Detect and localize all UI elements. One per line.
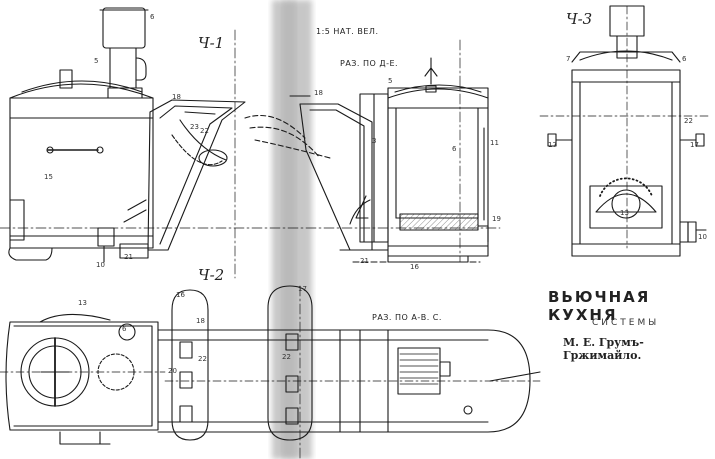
kettle-body	[102, 7, 146, 49]
firebox-door	[595, 193, 657, 213]
part-number: 18	[196, 317, 205, 325]
view2-label: Ч-2	[198, 266, 225, 284]
scale-note: 1:5 НАТ. ВЕЛ.	[316, 27, 379, 36]
part-number: 13	[78, 299, 87, 307]
part-number: 6	[682, 55, 687, 63]
section-abc-label: РАЗ. ПО А-В. С.	[372, 313, 442, 322]
strap-right	[267, 285, 313, 441]
part-number: 10	[96, 261, 105, 269]
part-number: 21	[360, 257, 369, 265]
part-number: 22	[684, 117, 693, 125]
part-number: 17	[548, 141, 557, 149]
part-number: 22	[282, 353, 291, 361]
part-number: 3	[372, 137, 377, 145]
plan-long-body	[157, 329, 531, 433]
strap-left	[171, 289, 209, 441]
part-number: 6	[452, 145, 457, 153]
plan-tank-outline	[5, 321, 159, 431]
part-number: 23	[190, 123, 199, 131]
part-number: 19	[492, 215, 501, 223]
section-de	[289, 57, 489, 263]
part-number: 18	[172, 93, 181, 101]
part-number: 6	[150, 13, 155, 21]
part-number: 5	[388, 77, 393, 85]
view3-label: Ч-3	[566, 10, 593, 28]
part-number: 7	[566, 55, 571, 63]
drawing-subtitle: СИСТЕМЫ	[592, 318, 660, 328]
view2-plan	[0, 285, 541, 445]
part-number: 21	[124, 253, 133, 261]
part-number: 16	[176, 291, 185, 299]
part-number: 17	[298, 285, 307, 293]
part-number: 20	[168, 367, 177, 375]
part-number: 22	[198, 355, 207, 363]
view1-side-elevation	[8, 7, 331, 263]
drawing-author: М. Е. Грумъ-Гржимайло.	[563, 336, 644, 362]
view3-front-elevation	[539, 5, 711, 257]
section-de-label: РАЗ. ПО Д-Е.	[340, 59, 399, 68]
part-number: 5	[94, 57, 99, 65]
part-number: 15	[44, 173, 53, 181]
part-number: 10	[698, 233, 707, 241]
part-number: 16	[410, 263, 419, 271]
part-number: 17	[690, 141, 699, 149]
main-tank	[9, 97, 154, 249]
section-guide-lines	[0, 29, 501, 459]
part-number: 13	[620, 209, 629, 217]
paper-fold-smudge	[272, 0, 312, 459]
part-number: 18	[314, 89, 323, 97]
part-number: 11	[490, 139, 499, 147]
part-number: 6	[122, 325, 127, 333]
part-number: 22	[200, 127, 209, 135]
view1-label: Ч-1	[198, 34, 225, 52]
drawing-title: ВЬЮЧНАЯ КУХНЯ	[548, 288, 651, 324]
